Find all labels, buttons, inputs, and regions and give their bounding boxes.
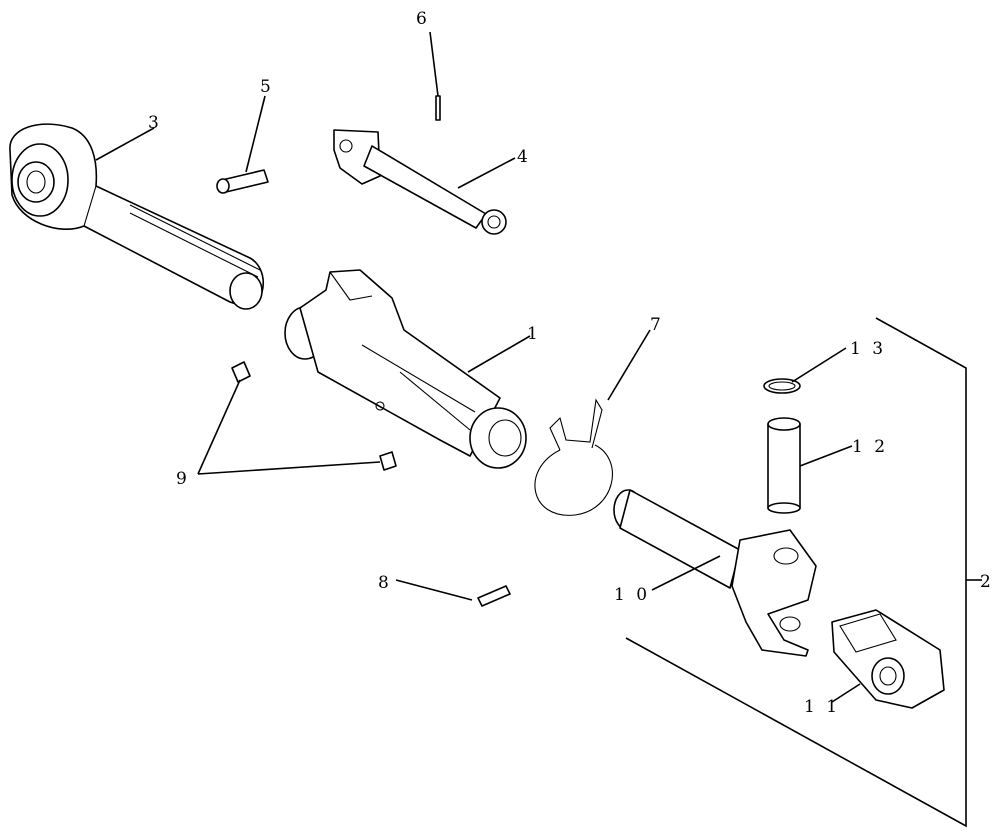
callout-6: 6: [416, 9, 430, 29]
part-12-sleeve: [767, 417, 801, 514]
callout-10: 1 0: [614, 585, 650, 605]
callout-4: 4: [517, 147, 531, 167]
callout-12: 1 2: [852, 437, 888, 457]
part-10-yoke-tube: [613, 489, 817, 657]
part-3-rod-end: [9, 123, 264, 310]
part-6-cotter-pin: [435, 95, 441, 121]
callout-3: 3: [148, 113, 162, 133]
callout-7: 7: [650, 315, 664, 335]
callout-1: 1: [527, 324, 541, 344]
part-1-housing: [284, 269, 527, 469]
assembly-bracket: [625, 317, 982, 828]
part-4-shaft: [333, 129, 507, 235]
part-9-grease-fittings: [231, 361, 397, 471]
leader-lines: [95, 31, 861, 703]
part-8-roll-pin: [477, 585, 511, 607]
callout-2: 2: [980, 572, 994, 592]
part-5-pin: [216, 169, 269, 194]
part-13-o-ring: [763, 378, 801, 394]
callout-13: 1 3: [850, 339, 886, 359]
part-11-clevis: [831, 609, 945, 709]
part-7-spring-clip: [534, 398, 613, 516]
callout-5: 5: [260, 77, 274, 97]
callout-labels: 1 2 3 4 5 6 7 8 9 1 0 1 1 1 2 1 3: [148, 9, 994, 717]
callout-11: 1 1: [804, 697, 840, 717]
callout-9: 9: [176, 469, 190, 489]
callout-8: 8: [378, 573, 392, 593]
